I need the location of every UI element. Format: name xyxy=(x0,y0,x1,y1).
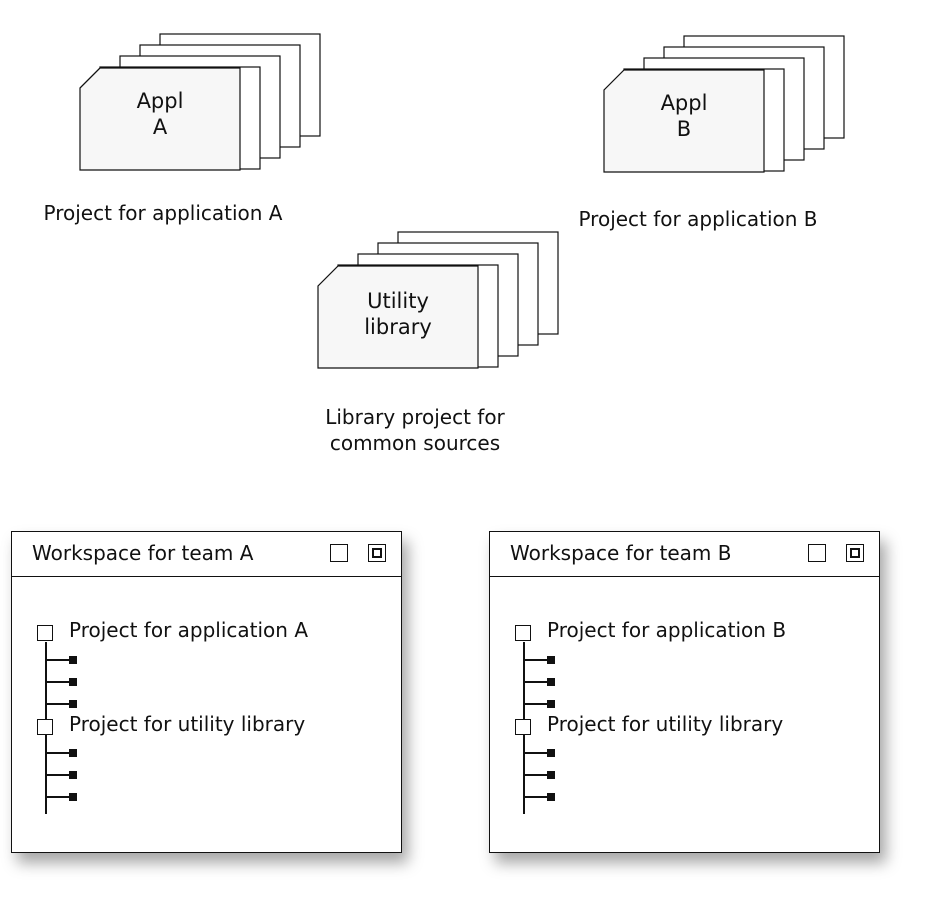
project-tree: Project for application A Project for ut… xyxy=(12,532,401,852)
maximize-button[interactable] xyxy=(368,544,386,562)
tree-leaf-item[interactable] xyxy=(69,700,77,708)
stack-caption-utility-library: Library project for common sources xyxy=(325,405,505,455)
tree-branch xyxy=(46,752,70,754)
tree-node-expander[interactable] xyxy=(37,719,53,735)
tree-leaf-item[interactable] xyxy=(547,656,555,664)
tree-leaf-item[interactable] xyxy=(547,793,555,801)
tree-project-label[interactable]: Project for utility library xyxy=(69,712,306,736)
tree-branch xyxy=(524,681,548,683)
stack-caption-appl-a: Project for application A xyxy=(43,201,283,225)
tree-branch xyxy=(524,703,548,705)
tree-branch xyxy=(524,659,548,661)
workspace-window-team-b: Workspace for team B Project for applica… xyxy=(489,531,880,853)
tree-leaf-item[interactable] xyxy=(69,771,77,779)
stack-label-line: A xyxy=(153,115,168,139)
tree-leaf-item[interactable] xyxy=(69,793,77,801)
window-titlebar[interactable]: Workspace for team B xyxy=(490,532,879,577)
document-stack-utility-library: Utility library xyxy=(317,231,559,369)
stack-label-line: Appl xyxy=(137,89,184,113)
stack-label-line: library xyxy=(364,315,432,339)
tree-project-label[interactable]: Project for application A xyxy=(69,618,309,642)
maximize-button[interactable] xyxy=(846,544,864,562)
tree-project-label[interactable]: Project for application B xyxy=(547,618,787,642)
tree-branch xyxy=(46,681,70,683)
window-title: Workspace for team B xyxy=(510,541,732,565)
workspace-window-team-a: Workspace for team A Project for applica… xyxy=(11,531,402,853)
stack-caption-appl-b: Project for application B xyxy=(578,207,818,231)
window-titlebar[interactable]: Workspace for team A xyxy=(12,532,401,577)
stack-label-line: Utility xyxy=(367,289,429,313)
tree-node-expander[interactable] xyxy=(37,625,53,641)
tree-leaf-item[interactable] xyxy=(547,749,555,757)
tree-leaf-item[interactable] xyxy=(69,678,77,686)
tree-branch xyxy=(46,659,70,661)
stack-label-line: Appl xyxy=(661,91,708,115)
tree-leaf-item[interactable] xyxy=(547,771,555,779)
tree-node-expander[interactable] xyxy=(515,625,531,641)
stack-label-line: B xyxy=(677,117,691,141)
tree-project-label[interactable]: Project for utility library xyxy=(547,712,784,736)
tree-branch xyxy=(524,774,548,776)
window-title: Workspace for team A xyxy=(32,541,254,565)
tree-branch xyxy=(524,796,548,798)
tree-node-expander[interactable] xyxy=(515,719,531,735)
tree-branch xyxy=(524,752,548,754)
project-tree: Project for application B Project for ut… xyxy=(490,532,879,852)
minimize-button[interactable] xyxy=(330,544,348,562)
document-stack-appl-b: Appl B xyxy=(603,35,845,173)
tree-branch xyxy=(46,703,70,705)
tree-leaf-item[interactable] xyxy=(547,700,555,708)
tree-leaf-item[interactable] xyxy=(547,678,555,686)
tree-leaf-item[interactable] xyxy=(69,749,77,757)
minimize-button[interactable] xyxy=(808,544,826,562)
tree-branch xyxy=(46,774,70,776)
document-stack-appl-a: Appl A xyxy=(79,33,321,171)
tree-leaf-item[interactable] xyxy=(69,656,77,664)
tree-branch xyxy=(46,796,70,798)
